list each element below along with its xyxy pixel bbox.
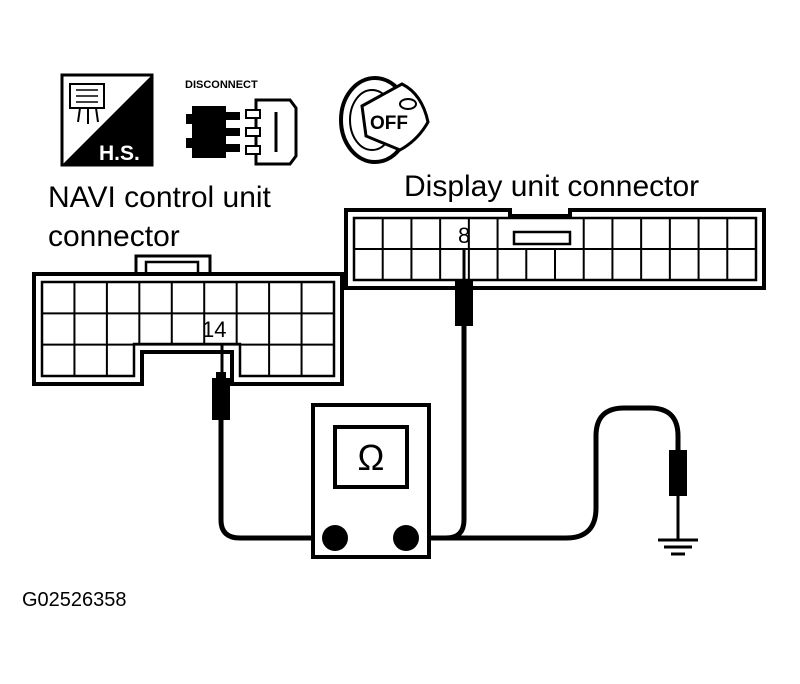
display-pin-8-label: 8	[458, 223, 470, 248]
disconnect-icon: DISCONNECT	[185, 79, 298, 166]
figure-code: G02526358	[22, 589, 127, 611]
meter-jack-right	[393, 525, 419, 551]
display-connector: 8	[344, 208, 766, 290]
ground-symbol-icon	[658, 538, 698, 556]
ohm-symbol: Ω	[358, 437, 385, 478]
probe-navi	[212, 344, 230, 420]
wire-navi	[218, 420, 334, 541]
meter-jack-left	[322, 525, 348, 551]
hs-label: H.S.	[99, 142, 140, 165]
wire-ground	[446, 405, 681, 541]
off-label: OFF	[370, 113, 408, 134]
display-pin-grid	[354, 218, 756, 280]
probe-display	[455, 250, 473, 326]
harness-side-icon: H.S.	[60, 73, 154, 167]
ignition-off-icon: OFF	[339, 76, 430, 164]
navi-connector: 14	[32, 254, 344, 386]
display-connector-key	[512, 230, 572, 246]
navi-pin-14-label: 14	[202, 317, 226, 342]
navi-connector-label-line2: connector	[48, 220, 180, 253]
display-connector-label: Display unit connector	[404, 170, 699, 203]
disconnect-label: DISCONNECT	[185, 79, 258, 91]
ohmmeter: Ω	[311, 403, 431, 559]
navi-pin-grid	[42, 282, 334, 376]
probe-ground	[669, 450, 687, 540]
navi-connector-label-line1: NAVI control unit	[48, 181, 272, 214]
